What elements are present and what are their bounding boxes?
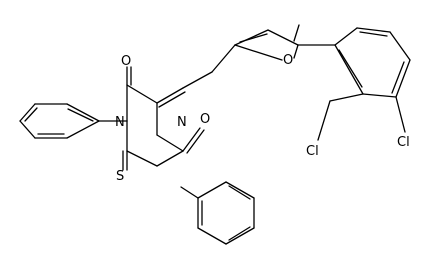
bond xyxy=(19,120,36,139)
bond xyxy=(329,93,364,102)
bond xyxy=(228,226,251,241)
bond xyxy=(338,49,363,88)
bond xyxy=(158,91,186,108)
bond xyxy=(362,93,397,98)
oxygen-label-top: O xyxy=(121,54,131,69)
methylidene-linker xyxy=(156,71,213,108)
bond xyxy=(156,150,184,167)
bond xyxy=(66,120,100,139)
dichlorophenyl-ring xyxy=(297,27,411,141)
chlorine-label-a: Cl xyxy=(306,144,319,159)
chlorine-label-b: Cl xyxy=(397,135,410,150)
bond xyxy=(156,87,184,104)
bond xyxy=(293,44,299,59)
bond xyxy=(225,227,255,245)
bond xyxy=(182,71,213,89)
nitrogen-label-right: N xyxy=(177,115,187,130)
bond xyxy=(391,61,405,94)
bond xyxy=(24,107,38,122)
bond xyxy=(19,103,36,122)
bond xyxy=(180,186,199,199)
bond xyxy=(239,33,268,43)
sulfur-label: S xyxy=(116,169,124,184)
bond xyxy=(389,31,411,61)
bond xyxy=(234,44,283,61)
bond xyxy=(67,108,94,122)
bond xyxy=(395,96,406,133)
bond xyxy=(211,44,236,73)
bond xyxy=(317,100,331,141)
nitrogen-label-left: N xyxy=(115,115,125,130)
bond xyxy=(66,103,100,122)
bond xyxy=(293,24,300,42)
bond xyxy=(334,44,364,95)
bond xyxy=(197,181,227,199)
bond xyxy=(197,227,227,245)
bond xyxy=(228,185,251,200)
bond xyxy=(126,84,158,104)
bond xyxy=(395,59,411,98)
bond xyxy=(156,134,184,152)
bond xyxy=(234,29,269,46)
pyrimidine-ring xyxy=(122,66,205,171)
bond xyxy=(356,27,391,33)
oxygen-label-bottom: O xyxy=(200,112,210,127)
furan-ring xyxy=(211,24,300,73)
bond xyxy=(225,181,255,199)
phenyl-ring-bottom xyxy=(180,181,255,245)
label-masks xyxy=(114,51,417,187)
bond xyxy=(182,127,201,152)
oxygen-label-furan: O xyxy=(283,53,293,68)
phenyl-ring-left xyxy=(19,103,128,139)
bond xyxy=(267,29,299,46)
bond xyxy=(359,31,388,37)
bond xyxy=(334,27,358,46)
bond xyxy=(186,129,205,154)
bond xyxy=(126,150,158,167)
